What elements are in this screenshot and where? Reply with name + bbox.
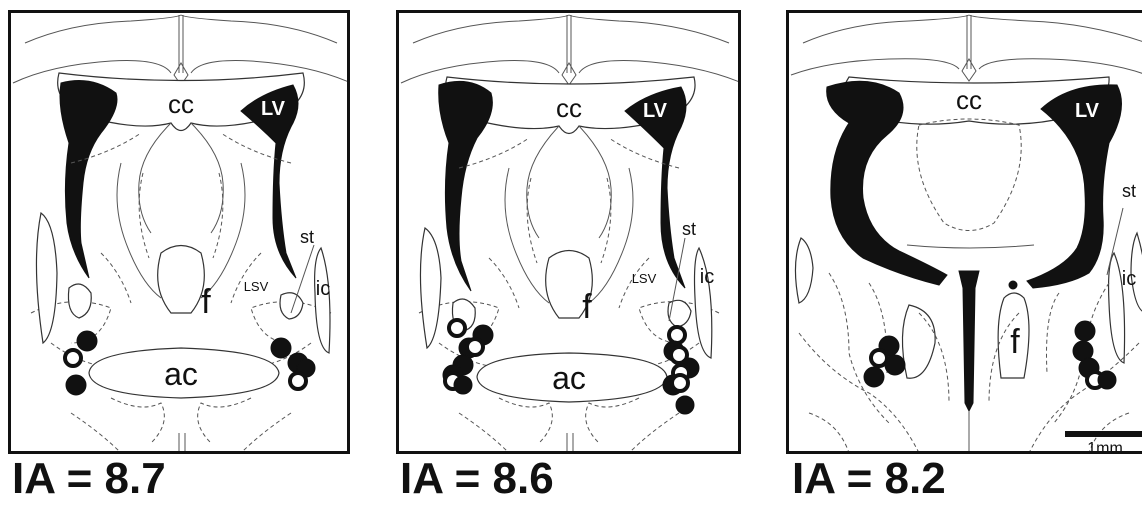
marker-open <box>467 339 483 355</box>
label-st: st <box>1122 181 1136 201</box>
ia-label-panel-1: IA = 8.7 <box>12 454 166 504</box>
marker-open <box>672 375 688 391</box>
label-ic: ic <box>700 266 714 288</box>
brain-section-diagram: 1mm cc LV f st ic <box>789 13 1142 454</box>
ia-label-panel-2: IA = 8.6 <box>400 454 554 504</box>
label-f: f <box>582 288 592 326</box>
section-panel-ia-8-6: cc LV f ac st LSV ic <box>396 10 741 454</box>
label-cc: cc <box>956 85 982 115</box>
section-panel-ia-8-7: cc LV f ac st LSV ic <box>8 10 350 454</box>
label-lsv: LSV <box>632 271 657 286</box>
lateral-ventricle-left <box>439 81 493 291</box>
label-lv: LV <box>261 98 286 120</box>
label-ac: ac <box>552 360 586 396</box>
label-cc: cc <box>168 89 194 119</box>
marker-filled <box>454 376 472 394</box>
marker-filled <box>77 331 97 351</box>
label-lv: LV <box>643 100 668 122</box>
brain-section-diagram: cc LV f ac st LSV ic <box>399 13 741 454</box>
marker-filled <box>66 375 86 395</box>
marker-filled <box>1098 371 1116 389</box>
marker-open <box>449 320 465 336</box>
label-f: f <box>201 283 211 321</box>
marker-filled <box>271 338 291 358</box>
label-lv: LV <box>1075 100 1100 122</box>
scale-bar-label: 1mm <box>1087 440 1123 454</box>
scale-bar <box>1065 431 1142 437</box>
label-st: st <box>682 219 696 239</box>
label-ic: ic <box>316 278 330 300</box>
label-f: f <box>1010 323 1020 361</box>
label-cc: cc <box>556 93 582 123</box>
label-ic: ic <box>1122 268 1136 290</box>
section-panel-ia-8-2: 1mm cc LV f st ic <box>786 10 1142 454</box>
marker-filled <box>885 355 905 375</box>
third-ventricle <box>959 271 979 411</box>
lateral-ventricle-left <box>60 81 117 278</box>
marker-filled <box>1075 321 1095 341</box>
marker-open <box>65 350 81 366</box>
label-ac: ac <box>164 356 198 392</box>
ia-label-panel-3: IA = 8.2 <box>792 454 946 504</box>
marker-filled <box>676 396 694 414</box>
brain-section-diagram: cc LV f ac st LSV ic <box>11 13 350 454</box>
marker-open <box>669 327 685 343</box>
marker-open <box>290 373 306 389</box>
marker-filled <box>864 367 884 387</box>
label-lsv: LSV <box>244 279 269 294</box>
label-st: st <box>300 227 314 247</box>
